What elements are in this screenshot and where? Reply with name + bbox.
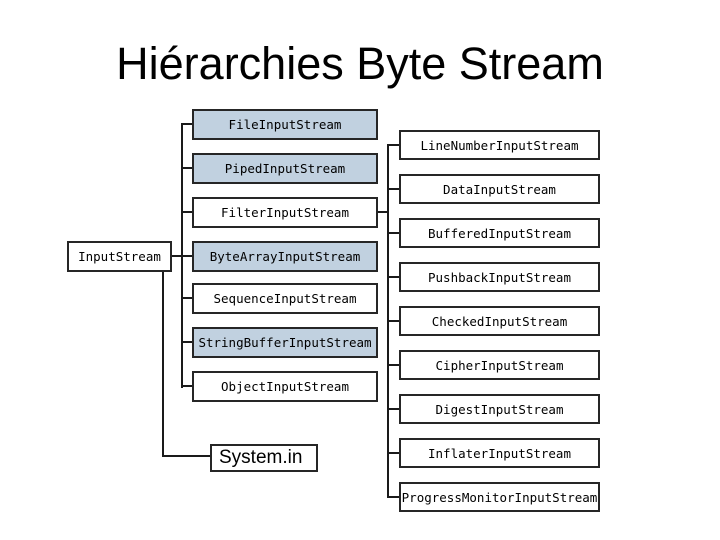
connector-systemin-vertical [162, 271, 164, 457]
connector-stub [181, 123, 192, 125]
connector-stub [387, 452, 399, 454]
connector-stub [387, 496, 399, 498]
connector-stub [181, 167, 192, 169]
class-box-datainputstream: DataInputStream [399, 174, 600, 204]
class-box-digestinputstream: DigestInputStream [399, 394, 600, 424]
class-box-checkedinputstream: CheckedInputStream [399, 306, 600, 336]
class-box-stringbufferinputstream: StringBufferInputStream [192, 327, 378, 358]
class-box-inflaterinputstream: InflaterInputStream [399, 438, 600, 468]
class-box-bytearrayinputstream: ByteArrayInputStream [192, 241, 378, 272]
connector-mid-trunk [181, 124, 183, 388]
connector-stub [387, 232, 399, 234]
connector-stub [181, 211, 192, 213]
connector-stub [387, 364, 399, 366]
system-in-box: System.in [210, 444, 318, 472]
class-box-linenumberinputstream: LineNumberInputStream [399, 130, 600, 160]
class-box-progressmonitorinputstream: ProgressMonitorInputStream [399, 482, 600, 512]
connector-stub [387, 320, 399, 322]
connector-systemin-horizontal [162, 455, 210, 457]
connector-stub [181, 385, 192, 387]
class-box-pipedinputstream: PipedInputStream [192, 153, 378, 184]
class-box-pushbackinputstream: PushbackInputStream [399, 262, 600, 292]
connector-stub [181, 341, 192, 343]
connector-stub [181, 297, 192, 299]
class-box-fileinputstream: FileInputStream [192, 109, 378, 140]
class-box-bufferedinputstream: BufferedInputStream [399, 218, 600, 248]
connector-filter-to-trunk [378, 211, 389, 213]
class-box-objectinputstream: ObjectInputStream [192, 371, 378, 402]
class-box-filterinputstream: FilterInputStream [192, 197, 378, 228]
connector-stub [387, 144, 399, 146]
page-title: Hiérarchies Byte Stream [116, 38, 604, 89]
connector-stub [387, 408, 399, 410]
class-box-inputstream: InputStream [67, 241, 172, 272]
class-box-cipherinputstream: CipherInputStream [399, 350, 600, 380]
connector-stub [387, 276, 399, 278]
class-box-sequenceinputstream: SequenceInputStream [192, 283, 378, 314]
connector-stub [387, 188, 399, 190]
